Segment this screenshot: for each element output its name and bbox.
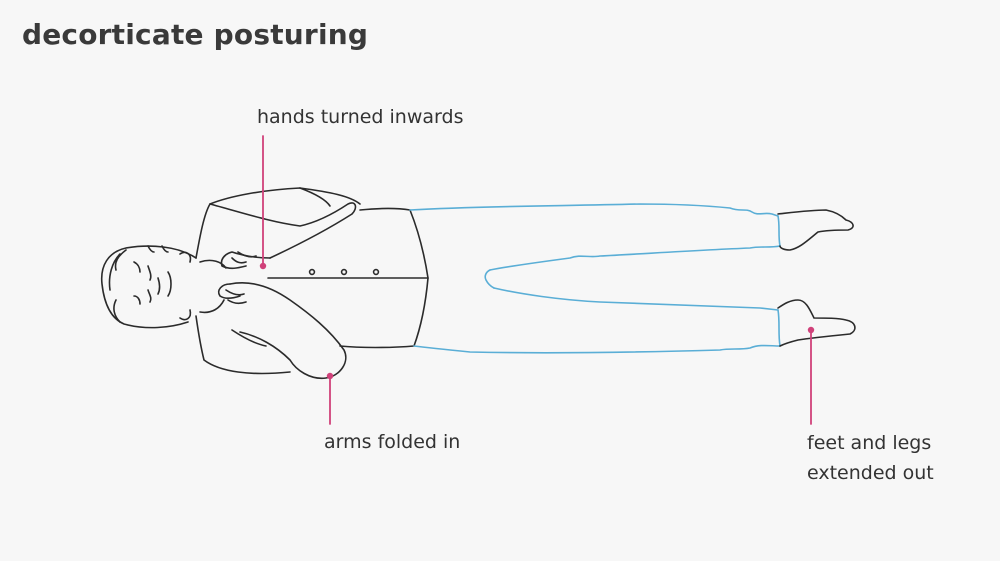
hands-callout-dot (259, 262, 267, 270)
torso (195, 187, 429, 375)
head (100, 245, 197, 329)
lower-arm (217, 281, 347, 380)
arms-callout-dot (326, 372, 334, 380)
feet-label-line2: extended out (807, 462, 934, 484)
feet-callout-dot (807, 326, 815, 334)
arms-label: arms folded in (324, 431, 461, 453)
upper-arm (209, 187, 357, 270)
feet (777, 209, 856, 347)
legs (409, 203, 781, 354)
hands-label: hands turned inwards (257, 106, 464, 128)
callouts (262, 135, 812, 425)
feet-label-line1: feet and legs (807, 432, 932, 454)
diagram-title: decorticate posturing (22, 18, 369, 51)
callout-dots (259, 262, 815, 380)
